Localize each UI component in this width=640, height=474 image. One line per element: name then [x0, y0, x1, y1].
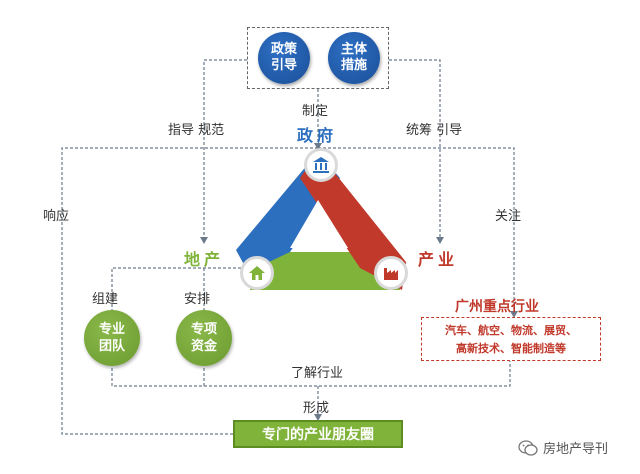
watermark-text: 房地产导刊 [543, 442, 609, 457]
wechat-icon [518, 439, 538, 456]
label-zhidao-guifan: 指导 规范 [168, 123, 225, 138]
industry-box: 汽车、航空、物流、展贸、 高新技术、智能制造等 [421, 317, 601, 361]
industry-box-line2: 高新技术、智能制造等 [456, 342, 566, 355]
bank-icon [304, 148, 338, 182]
label-tongchou-yindao: 统筹 引导 [406, 123, 463, 138]
main-measures-circle: 主体 措施 [328, 32, 380, 84]
label-zujian: 组建 [92, 292, 119, 307]
label-guanzhu: 关注 [495, 209, 522, 224]
label-anpai: 安排 [184, 292, 211, 307]
industry-title: 产业 [418, 250, 459, 269]
policy-guide-circle: 政策 引导 [258, 32, 310, 84]
factory-icon [374, 256, 408, 290]
government-title: 政府 [297, 126, 338, 145]
industry-box-line1: 汽车、航空、物流、展贸、 [445, 324, 577, 337]
industry-box-title: 广州重点行业 [455, 299, 539, 315]
fund-circle: 专项 资金 [176, 310, 232, 366]
label-zhiding: 制定 [302, 104, 329, 119]
bottom-box: 专门的产业朋友圈 [233, 420, 403, 448]
house-icon [240, 256, 274, 290]
label-xiangying: 响应 [43, 209, 70, 224]
team-circle: 专业 团队 [84, 310, 140, 366]
realestate-title: 地产 [184, 250, 225, 269]
label-xingcheng: 形成 [303, 401, 330, 416]
government-industry-bar [300, 152, 406, 290]
label-liaojie-hangye: 了解行业 [291, 366, 344, 381]
watermark: 房地产导刊 [518, 438, 608, 457]
